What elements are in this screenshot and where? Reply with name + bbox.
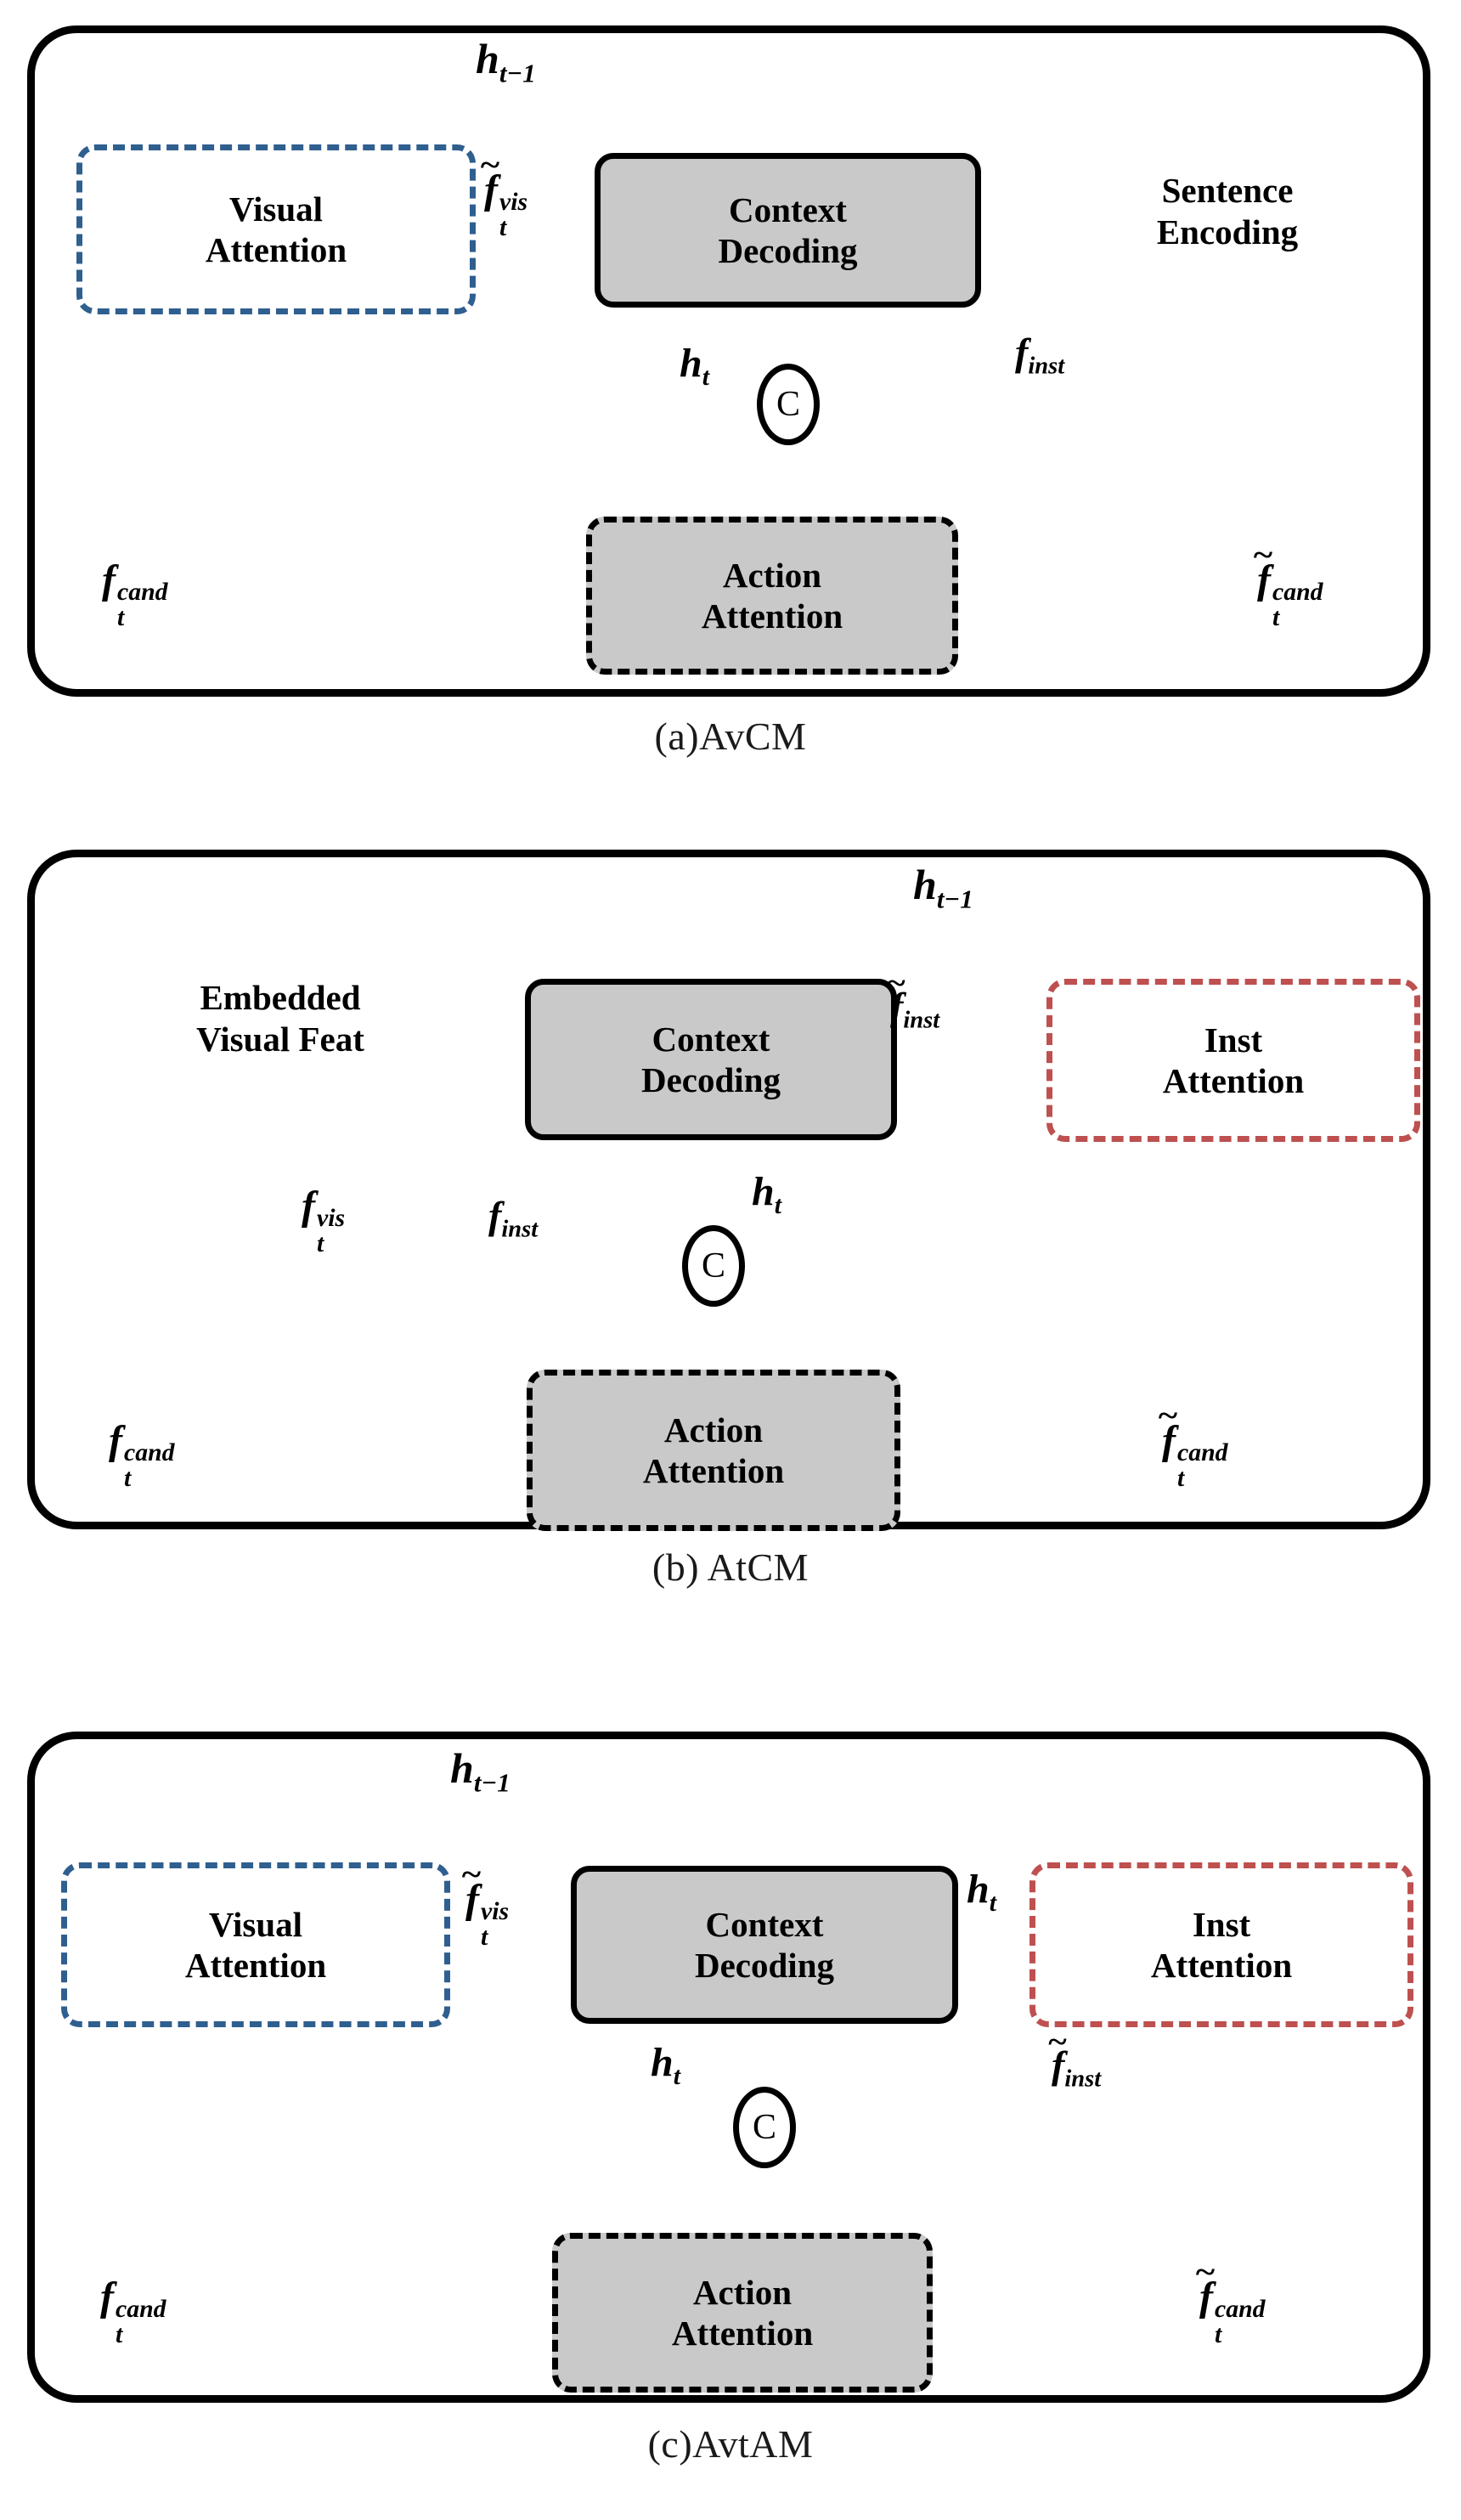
panel-b-label-f-inst-tilde: finst: [890, 984, 939, 1035]
panel-a-label-h-prev: ht−1: [476, 35, 536, 88]
block-label-line2: Attention: [184, 1946, 327, 1985]
block-label-line2: Decoding: [718, 231, 858, 270]
block-label-line2: Visual Feat: [196, 1020, 364, 1059]
panel-b-embedded-visual-feat-label: Embedded Visual Feat: [102, 977, 459, 1060]
block-label-line1: Context: [652, 1019, 770, 1059]
panel-c-context-decoding-block[interactable]: Context Decoding: [571, 1866, 958, 2024]
concat-label: C: [776, 385, 800, 424]
panel-a-sentence-encoding-label: Sentence Encoding: [1062, 170, 1393, 253]
panel-c-action-attention-block[interactable]: Action Attention: [552, 2233, 933, 2393]
block-label-line1: Inst: [1204, 1020, 1263, 1059]
block-label-line2: Attention: [1150, 1946, 1293, 1985]
block-label-line2: Attention: [701, 596, 843, 636]
panel-a-visual-attention-block[interactable]: Visual Attention: [76, 144, 476, 314]
block-label-line1: Inst: [1192, 1904, 1251, 1944]
panel-a-context-decoding-block[interactable]: Context Decoding: [595, 153, 981, 308]
block-label-line2: Decoding: [641, 1060, 781, 1099]
panel-a-label-f-inst: finst: [1015, 331, 1065, 380]
concat-label: C: [752, 2108, 776, 2147]
block-label-line2: Decoding: [695, 1946, 834, 1985]
block-label-line2: Attention: [642, 1451, 785, 1490]
panel-c-caption: (c)AvtAM: [647, 2422, 814, 2466]
block-label-line2: Encoding: [1156, 212, 1299, 252]
panel-a-action-attention-block[interactable]: Action Attention: [586, 517, 958, 675]
panel-b-label-f-inst: finst: [488, 1194, 539, 1243]
block-label-line1: Action: [692, 2272, 793, 2312]
concat-label: C: [701, 1246, 725, 1285]
block-label-line1: Action: [663, 1410, 764, 1449]
panel-b-label-h-t: ht: [752, 1169, 781, 1220]
panel-c-inst-attention-block[interactable]: Inst Attention: [1029, 1862, 1413, 2027]
panel-b-inst-attention-block[interactable]: Inst Attention: [1046, 979, 1420, 1142]
block-label-line2: Attention: [671, 2314, 814, 2353]
panel-b-caption: (b) AtCM: [652, 1545, 809, 1589]
block-label-line1: Context: [729, 189, 847, 229]
block-label-line2: Attention: [205, 230, 347, 269]
panel-b-action-attention-block[interactable]: Action Attention: [527, 1370, 900, 1531]
block-label-line1: Sentence: [1161, 171, 1294, 210]
block-label-line1: Visual: [208, 1904, 303, 1944]
panel-c-concat-node[interactable]: C: [733, 2087, 796, 2168]
panel-c-label-h-t-right: ht: [967, 1867, 996, 1918]
panel-a-label-h-t: ht: [680, 341, 709, 392]
block-label-line1: Action: [722, 555, 822, 595]
panel-b-context-decoding-block[interactable]: Context Decoding: [525, 979, 897, 1140]
panel-b-concat-node[interactable]: C: [682, 1225, 745, 1307]
panel-c-label-h-t-down: ht: [651, 2040, 680, 2091]
block-label-line2: Attention: [1162, 1061, 1305, 1100]
panel-a-caption: (a)AvCM: [654, 715, 807, 758]
panel-c-visual-attention-block[interactable]: Visual Attention: [61, 1862, 450, 2027]
panel-c-label-h-prev: ht−1: [450, 1744, 511, 1798]
block-label-line1: Embedded: [200, 978, 361, 1017]
block-label-line1: Visual: [228, 189, 324, 229]
panel-c-label-f-inst-tilde: finst: [1052, 2043, 1101, 2093]
block-label-line1: Context: [705, 1904, 824, 1944]
panel-a-concat-node[interactable]: C: [757, 364, 820, 445]
panel-b-label-h-prev: ht−1: [913, 861, 973, 914]
